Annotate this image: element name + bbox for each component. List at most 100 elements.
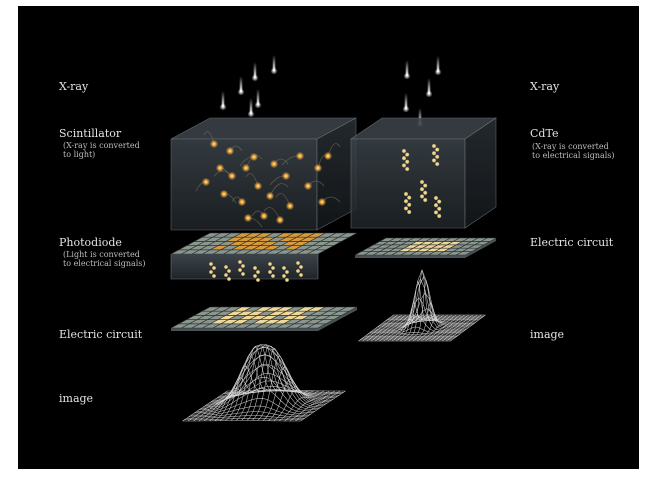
xray-beam-tip — [425, 90, 433, 98]
charge-dot — [403, 199, 409, 204]
charge-dot — [407, 195, 412, 200]
charge-dot — [403, 191, 409, 197]
xray-label-left: X-ray — [59, 80, 89, 93]
charge-dot — [299, 273, 304, 278]
wireframe-line — [421, 314, 457, 342]
wireframe-line — [225, 390, 344, 393]
charge-dot — [296, 269, 301, 274]
xray-beam — [404, 93, 408, 109]
cdte-note-line-2: to electrical signals) — [532, 151, 615, 160]
circuit-label-left: Electric circuit — [59, 328, 143, 341]
wireframe-line — [217, 380, 336, 399]
charge-dot — [252, 274, 257, 279]
charge-dot — [407, 209, 412, 215]
light-spot — [237, 197, 247, 207]
charge-dot — [433, 210, 439, 215]
charge-dot — [431, 143, 437, 149]
charge-dot — [437, 199, 442, 204]
xray-beam-tip — [270, 67, 278, 75]
charge-dot — [240, 264, 245, 269]
charge-dot — [270, 266, 275, 271]
wireframe-line — [450, 314, 486, 342]
light-spot — [295, 151, 305, 161]
xray-beam — [253, 62, 257, 78]
wireframe-line — [182, 420, 301, 422]
xray-beam — [405, 60, 409, 76]
light-spot — [201, 177, 211, 187]
charge-dot — [435, 154, 440, 159]
charge-dot — [419, 187, 425, 192]
charge-dot — [433, 195, 439, 201]
scintillator-label: Scintillator — [59, 127, 122, 140]
charge-dot — [435, 147, 440, 152]
charge-dot — [401, 163, 407, 168]
photodiode-layer — [170, 232, 358, 283]
diagram-panel: X-ray Scintillator (X-ray is converted t… — [18, 6, 639, 469]
light-spot — [281, 171, 291, 181]
xray-beam-tip — [434, 68, 442, 76]
light-spot — [241, 163, 251, 173]
image-wireframe-left — [182, 344, 346, 422]
light-spot — [265, 191, 275, 201]
wireframe-line — [433, 314, 469, 342]
light-spot — [253, 181, 263, 191]
light-spot — [219, 189, 229, 199]
xray-beams-right — [402, 56, 442, 128]
cdte-charge-signals — [401, 143, 442, 219]
circuit-board-edge — [171, 307, 357, 331]
light-spot — [317, 197, 327, 207]
wireframe-line — [446, 314, 482, 342]
charge-dot — [240, 272, 245, 277]
electric-circuit-board-left — [170, 306, 358, 331]
light-spot — [243, 213, 253, 223]
wireframe-line — [416, 314, 453, 342]
charge-dot — [237, 268, 242, 273]
charge-dot — [285, 278, 290, 283]
charge-dot — [223, 273, 228, 278]
circuit-label-right: Electric circuit — [530, 236, 614, 249]
wireframe-line — [379, 292, 472, 326]
charge-dot — [403, 206, 409, 211]
detector-diagram — [170, 55, 497, 422]
xray-beam — [249, 98, 253, 114]
pixel-cell — [338, 306, 358, 312]
wireframe-line — [221, 389, 340, 396]
light-spot — [303, 181, 313, 191]
charge-dot — [255, 278, 260, 283]
charge-dot — [431, 151, 437, 156]
light-spot — [269, 159, 279, 169]
xray-beam — [418, 108, 422, 124]
charge-dot — [405, 152, 410, 157]
wireframe-line — [213, 363, 332, 401]
wireframe-line — [437, 314, 474, 342]
xray-beam-tip — [247, 110, 255, 118]
charge-dot — [401, 148, 407, 154]
wireframe-line — [289, 390, 335, 422]
wireframe-line — [206, 344, 326, 405]
scintillation-light — [195, 131, 341, 228]
wireframe-line — [376, 269, 468, 329]
pixel-cell — [338, 232, 358, 238]
charge-dot — [252, 266, 257, 271]
xray-beam-tip — [254, 101, 262, 109]
light-spot — [323, 151, 333, 161]
light-spot — [275, 215, 285, 225]
charge-dot — [419, 194, 425, 199]
light-spot — [249, 152, 259, 162]
light-spot — [225, 146, 235, 156]
wireframe-line — [219, 385, 338, 397]
wireframe-line — [377, 275, 470, 328]
xray-beam — [256, 89, 260, 105]
light-spot — [215, 163, 225, 173]
light-spot — [259, 211, 269, 221]
xray-beam — [221, 91, 225, 107]
charge-dot — [237, 259, 242, 264]
charge-dot — [226, 277, 231, 282]
charge-dot — [211, 274, 216, 279]
charge-dot — [267, 262, 272, 267]
light-spot — [285, 201, 295, 211]
wireframe-line — [442, 314, 478, 342]
charge-dot — [435, 161, 440, 167]
wireframe-line — [380, 308, 473, 325]
photodiode-note-line-1: (Light is converted — [63, 250, 140, 259]
